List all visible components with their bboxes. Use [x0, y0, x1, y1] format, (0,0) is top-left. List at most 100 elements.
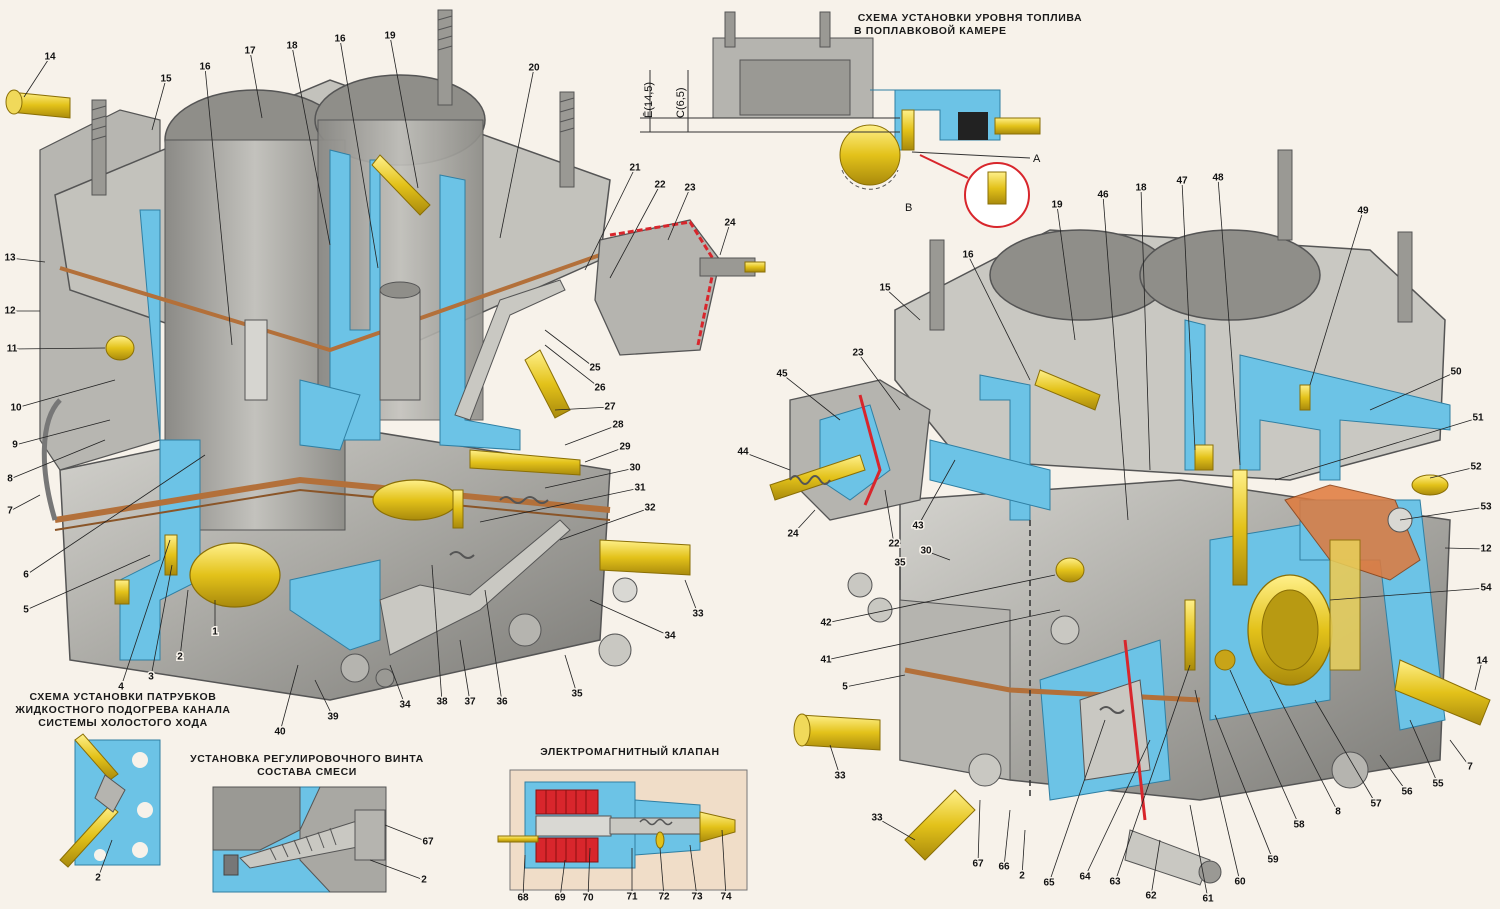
callout-leader-10 [15, 379, 116, 409]
callout-number-58: 58 [1293, 820, 1305, 831]
callout-leader-67 [977, 799, 981, 865]
callout-number-14: 14 [1476, 656, 1488, 667]
callout-leader-29 [584, 446, 626, 463]
callout-number-67: 67 [422, 837, 434, 848]
callout-number-8: 8 [7, 474, 13, 485]
callout-number-54: 54 [1480, 583, 1492, 594]
callout-number-64: 64 [1079, 872, 1091, 883]
caption-line: СИСТЕМЫ ХОЛОСТОГО ХОДА [38, 717, 208, 729]
callout-number-67: 67 [972, 859, 984, 870]
callout-leader-52 [1429, 466, 1477, 479]
callout-leader-33 [684, 579, 699, 615]
dim-b-label: B [905, 202, 912, 214]
callout-number-47: 47 [1176, 176, 1188, 187]
callout-number-2: 2 [95, 873, 101, 884]
callout-leader-40 [279, 664, 299, 733]
callout-leader-74 [721, 829, 727, 898]
callout-number-73: 73 [691, 892, 703, 903]
callout-leader-24 [792, 509, 816, 535]
callout-leader-3 [150, 564, 173, 678]
callout-number-57: 57 [1370, 799, 1382, 810]
callout-leader-49 [1309, 210, 1364, 386]
callout-number-24: 24 [724, 218, 736, 229]
callout-number-42: 42 [820, 618, 832, 629]
callout-leader-7 [9, 494, 41, 512]
callout-number-30: 30 [629, 463, 641, 474]
caption-mix-screw: УСТАНОВКА РЕГУЛИРОВОЧНОГО ВИНТА СОСТАВА … [182, 753, 432, 779]
callout-leader-33 [876, 817, 916, 841]
callout-leader-28 [564, 424, 619, 446]
callout-leader-30 [544, 467, 636, 489]
callout-number-18: 18 [1135, 183, 1147, 194]
callout-leader-11 [11, 347, 106, 350]
callout-leader-31 [479, 487, 641, 523]
callout-number-51: 51 [1472, 413, 1484, 424]
caption-line: СХЕМА УСТАНОВКИ УРОВНЯ ТОПЛИВА [857, 12, 1083, 24]
callout-number-32: 32 [644, 503, 656, 514]
callout-number-50: 50 [1450, 367, 1462, 378]
callout-leader-61 [1189, 804, 1209, 900]
callout-leader-2 [97, 839, 113, 879]
callout-leader-65 [1048, 719, 1106, 884]
callout-leader-7 [1449, 739, 1471, 768]
callout-leader-2 [369, 859, 425, 881]
callout-leader-20 [499, 67, 535, 239]
callout-leader-9 [14, 419, 111, 446]
callout-number-59: 59 [1267, 855, 1279, 866]
callout-number-65: 65 [1043, 878, 1055, 889]
callout-leader-17 [249, 50, 263, 119]
callout-leader-32 [559, 507, 651, 541]
callout-leader-41 [825, 609, 1061, 661]
callout-number-23: 23 [684, 183, 696, 194]
callout-number-8: 8 [1335, 807, 1341, 818]
callout-leader-19 [389, 35, 419, 189]
callout-number-35: 35 [894, 558, 906, 569]
callout-number-33: 33 [692, 609, 704, 620]
callout-leader-72 [659, 847, 665, 898]
callout-number-71: 71 [626, 892, 638, 903]
caption-idle-pipes: СХЕМА УСТАНОВКИ ПАТРУБКОВ ЖИДКОСТНОГО ПО… [12, 691, 234, 730]
callout-leader-15 [884, 287, 921, 321]
callout-number-23: 23 [852, 348, 864, 359]
callout-number-34: 34 [399, 700, 411, 711]
callout-leader-36 [484, 589, 503, 703]
callout-leader-45 [781, 373, 841, 421]
callout-leader-21 [584, 167, 636, 271]
caption-line: УСТАНОВКА РЕГУЛИРОВОЧНОГО ВИНТА [190, 753, 424, 765]
solenoid-inset [497, 769, 748, 891]
callout-leader-8 [9, 439, 106, 480]
left-carburetor [5, 9, 766, 701]
callout-leader-5 [844, 674, 906, 688]
callout-number-62: 62 [1145, 891, 1157, 902]
callout-leader-2 [1021, 829, 1026, 877]
callout-number-15: 15 [160, 74, 172, 85]
callout-leader-50 [1369, 371, 1457, 411]
callout-number-10: 10 [10, 403, 22, 414]
callout-number-13: 13 [4, 253, 16, 264]
callout-leader-26 [544, 344, 601, 389]
callout-number-36: 36 [496, 697, 508, 708]
callout-leader-48 [1217, 177, 1241, 466]
callout-leader-16 [204, 66, 233, 346]
callout-leader-39 [314, 679, 334, 718]
callout-leader-6 [25, 454, 206, 576]
callout-number-68: 68 [517, 893, 529, 904]
callout-leader-24 [719, 222, 731, 256]
callout-number-14: 14 [44, 52, 56, 63]
mixture-screw-inset [212, 786, 387, 893]
callout-number-35: 35 [571, 689, 583, 700]
callout-leader-23 [667, 187, 691, 241]
callout-leader-66 [1003, 809, 1011, 868]
callout-number-19: 19 [1051, 200, 1063, 211]
callout-number-22: 22 [888, 539, 900, 550]
callout-number-49: 49 [1357, 206, 1369, 217]
callout-leader-55 [1409, 719, 1439, 785]
dim-a-label: A [1033, 153, 1041, 165]
callout-number-29: 29 [619, 442, 631, 453]
callout-number-38: 38 [436, 697, 448, 708]
callout-leader-54 [1329, 587, 1487, 601]
caption-line: СХЕМА УСТАНОВКИ ПАТРУБКОВ [29, 691, 217, 703]
callout-leader-56 [1379, 754, 1408, 793]
